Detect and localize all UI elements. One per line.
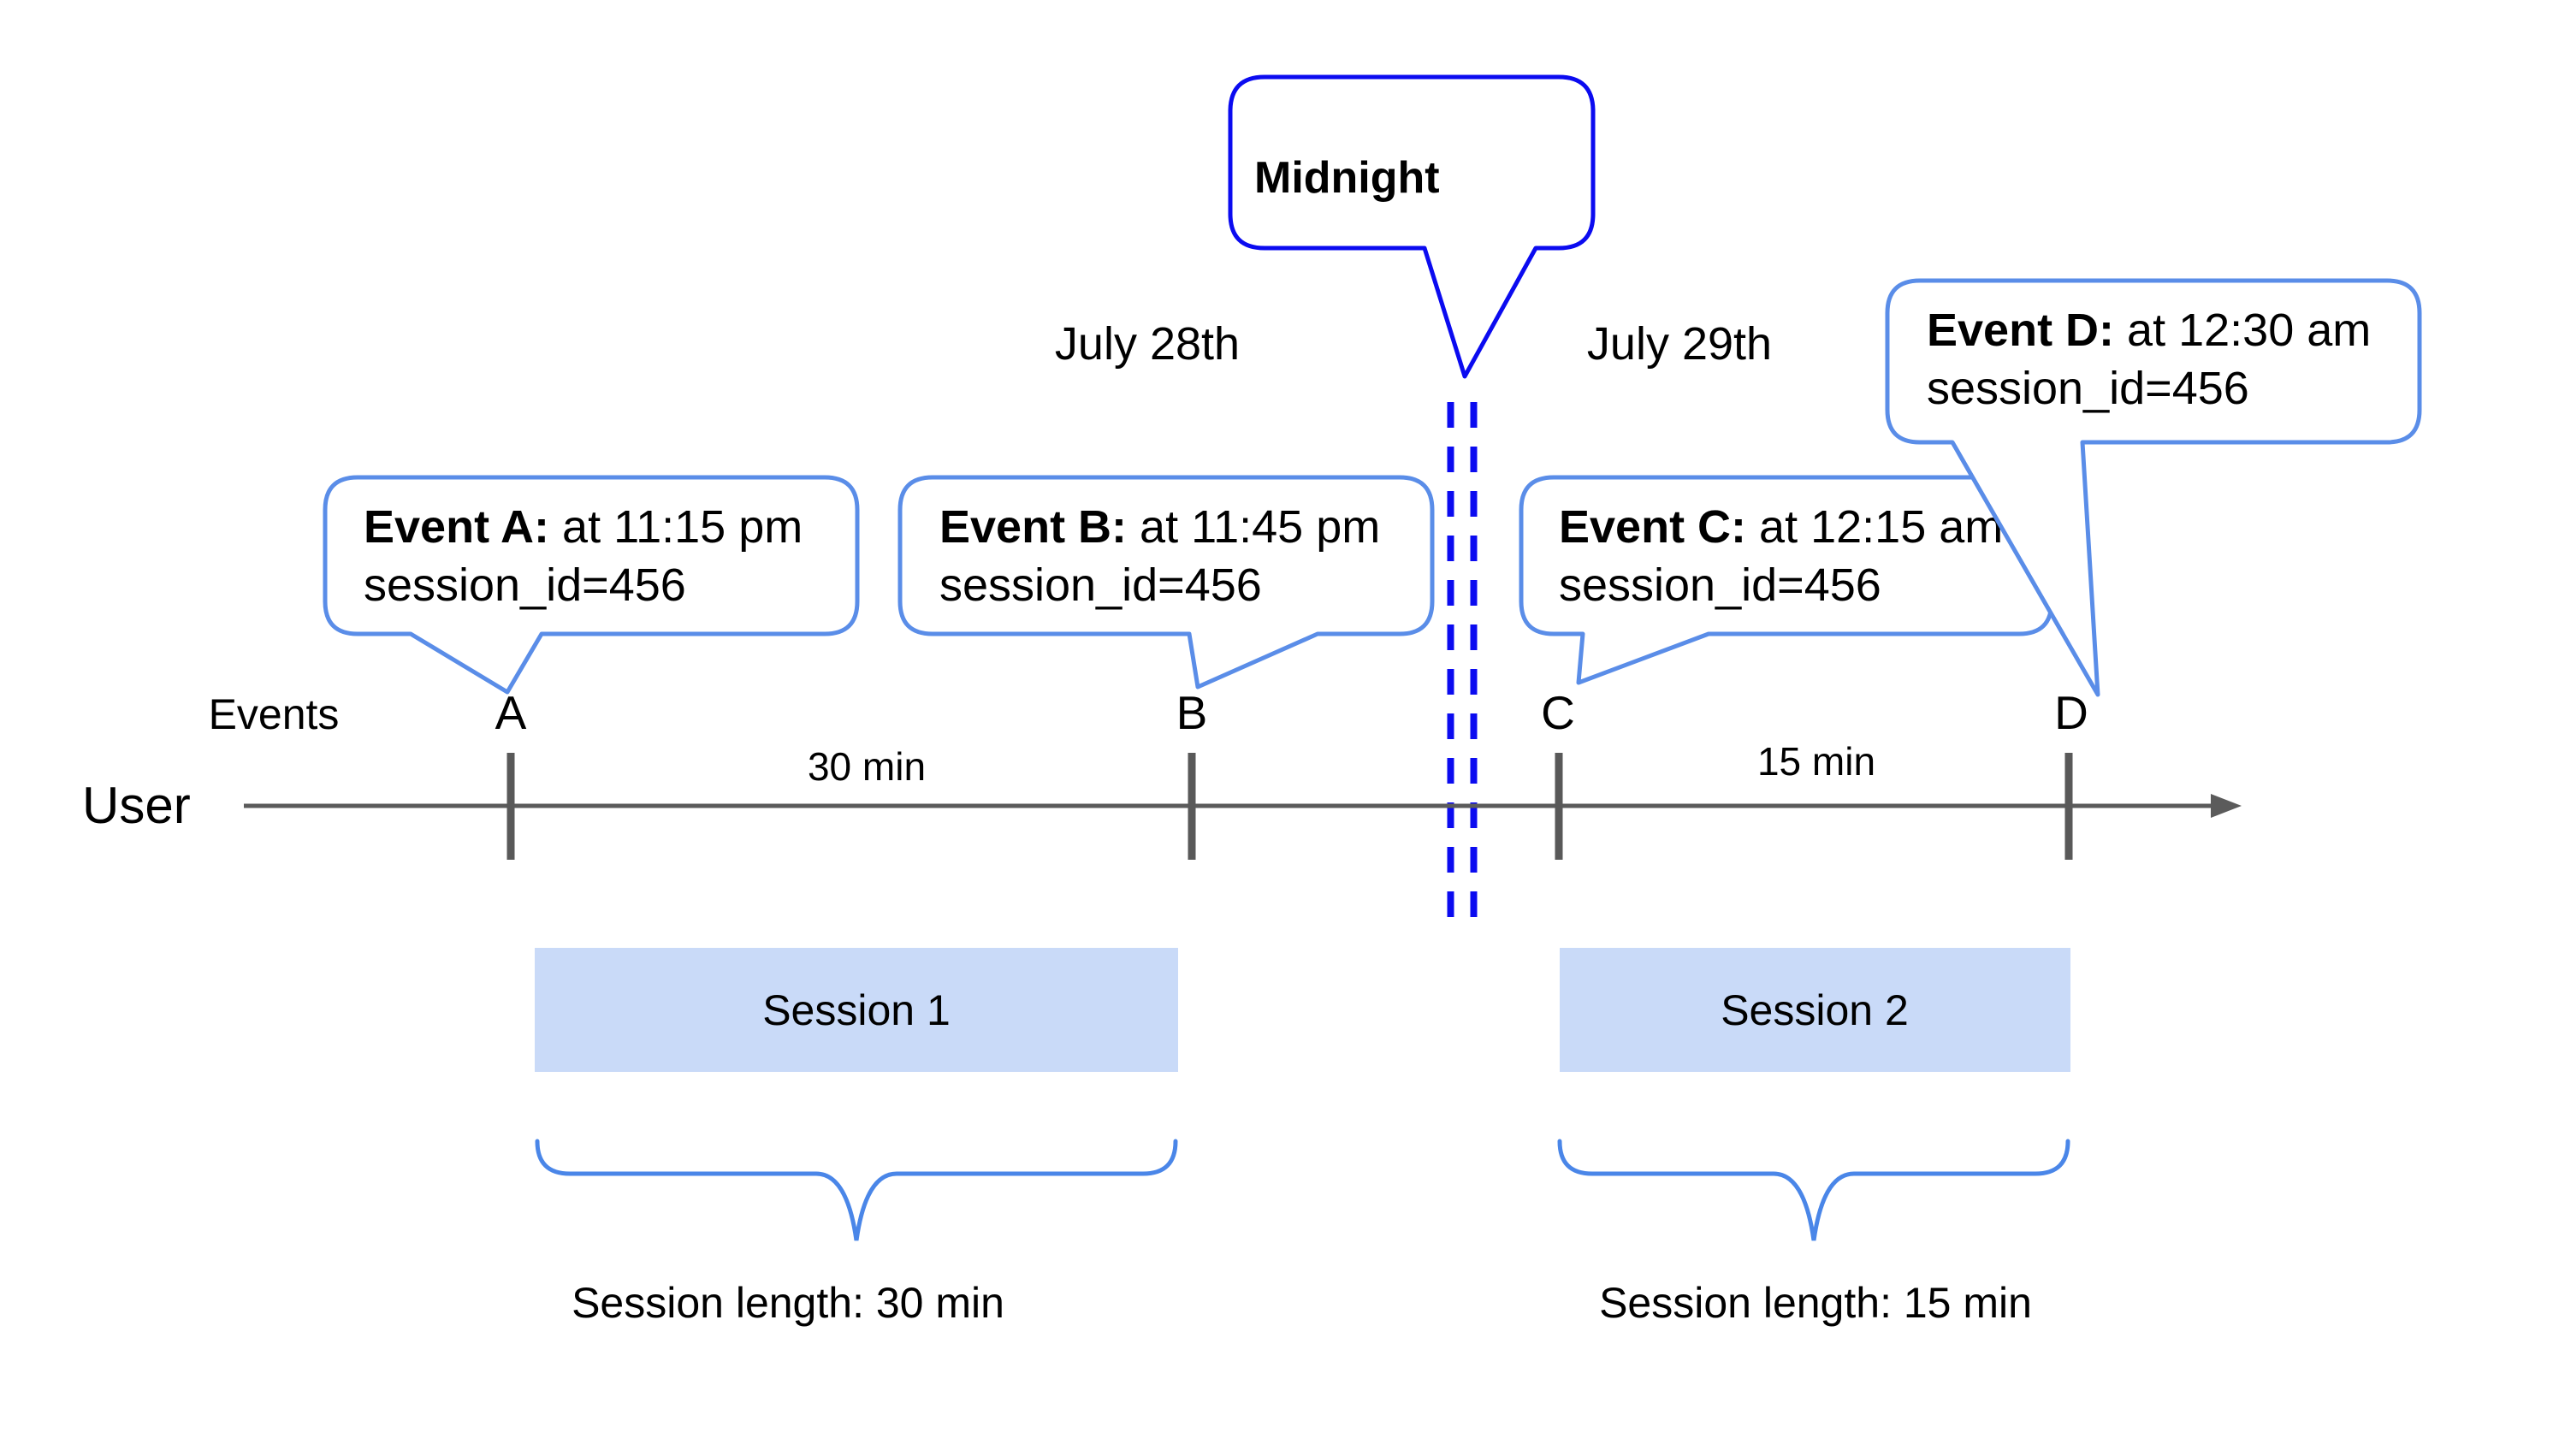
date-label-july-28: July 28th xyxy=(1055,318,1240,370)
event-a-bubble-line1: Event A: at 11:15 pm xyxy=(364,501,803,553)
event-d-callout: Event D: at 12:30 am session_id=456 xyxy=(1885,278,2422,697)
event-c-bubble-line1: Event C: at 12:15 am xyxy=(1559,501,2003,553)
event-letter-c: C xyxy=(1541,686,1575,739)
event-b-callout: Event B: at 11:45 pm session_id=456 xyxy=(897,475,1435,690)
session-1-brace xyxy=(535,1139,1178,1241)
session-2-box: Session 2 xyxy=(1560,948,2070,1072)
session-2-rect xyxy=(1560,948,2070,1072)
timeline-arrowhead-icon xyxy=(2211,794,2242,818)
tick-event-c xyxy=(1555,753,1563,860)
session-1-box: Session 1 xyxy=(535,948,1178,1072)
tick-event-b xyxy=(1188,753,1196,860)
midnight-callout: Midnight xyxy=(1228,74,1596,379)
gap-label-30min: 30 min xyxy=(808,744,926,789)
event-b-bubble-line1: Event B: at 11:45 pm xyxy=(939,501,1380,553)
event-c-callout: Event C: at 12:15 am session_id=456 xyxy=(1519,475,2054,685)
event-letter-b: B xyxy=(1176,686,1208,739)
event-c-bubble-line2: session_id=456 xyxy=(1559,559,1881,611)
event-letter-d: D xyxy=(2054,686,2088,739)
tick-event-d xyxy=(2064,753,2073,860)
session-2-length-label: Session length: 15 min xyxy=(1599,1279,2032,1327)
midnight-bubble-label: Midnight xyxy=(1254,153,1440,203)
session-1-rect xyxy=(535,948,1178,1072)
user-timeline xyxy=(244,753,2242,860)
event-a-callout: Event A: at 11:15 pm session_id=456 xyxy=(323,475,860,695)
date-label-july-29: July 29th xyxy=(1587,318,1772,370)
event-d-bubble-line2: session_id=456 xyxy=(1927,363,2249,414)
session-1-length-label: Session length: 30 min xyxy=(572,1279,1004,1327)
session-1-label: Session 1 xyxy=(762,986,951,1034)
event-d-bubble-shape xyxy=(1885,278,2422,697)
midnight-divider-dashed-lines xyxy=(1447,402,1478,924)
midnight-bubble-shape xyxy=(1228,74,1596,379)
tick-event-a xyxy=(506,753,515,860)
event-letter-a: A xyxy=(495,686,527,739)
event-b-bubble-line2: session_id=456 xyxy=(939,559,1262,611)
user-axis-label: User xyxy=(82,777,191,834)
gap-label-15min: 15 min xyxy=(1757,739,1875,784)
session-2-label: Session 2 xyxy=(1721,986,1909,1034)
event-b-bubble-shape xyxy=(897,475,1435,690)
event-d-bubble-line1: Event D: at 12:30 am xyxy=(1927,305,2371,356)
event-a-bubble-line2: session_id=456 xyxy=(364,559,686,611)
event-a-bubble-shape xyxy=(323,475,860,695)
events-axis-label: Events xyxy=(209,690,340,738)
session-2-brace xyxy=(1557,1139,2070,1241)
